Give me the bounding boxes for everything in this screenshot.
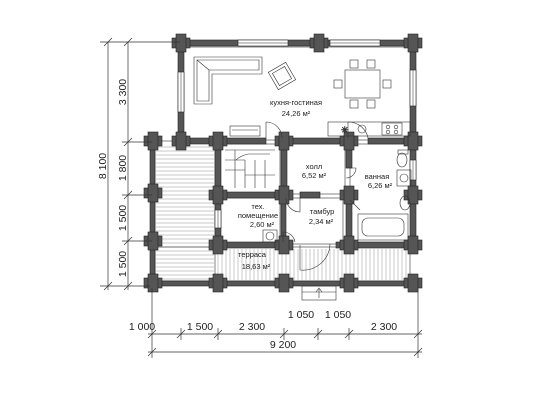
dim-left-seg-4: 1 500	[117, 251, 129, 277]
hall-area: 6,52 м²	[302, 171, 327, 180]
dim-bottom-seg-4: 1 050	[288, 309, 314, 321]
dim-left-seg-2: 1 800	[117, 155, 129, 181]
bathroom-name: ванная	[365, 172, 390, 181]
bathtub-icon	[357, 213, 409, 241]
terrace-decking	[156, 146, 407, 280]
boiler-icon	[262, 229, 278, 243]
dim-bottom-seg-6: 2 300	[371, 321, 397, 333]
armchair-icon	[267, 61, 297, 91]
dim-left-seg-1: 3 300	[117, 79, 129, 105]
terrace-area: 18,63 м²	[242, 262, 271, 271]
tech-room-area: 2,60 м²	[250, 220, 275, 229]
sink-icon	[399, 195, 411, 211]
kitchen-living-area: 24,26 м²	[282, 109, 311, 118]
svg-text:✳: ✳	[341, 125, 349, 135]
tech-room-name-2: помещение	[238, 211, 278, 220]
entrance-steps	[301, 285, 337, 301]
dim-bottom-total: 9 200	[270, 339, 296, 351]
dim-left-seg-3: 1 500	[117, 205, 129, 231]
log-knots	[143, 33, 423, 293]
tech-room-name-1: тех.	[251, 202, 264, 211]
washer-icon	[396, 169, 412, 187]
dim-left-total: 8 100	[97, 153, 109, 179]
bathroom-area: 6,26 м²	[368, 181, 393, 190]
dim-bottom-seg-3: 2 300	[239, 321, 265, 333]
dining-table-icon	[333, 59, 392, 109]
tv-stand-icon	[229, 125, 261, 137]
bottom-dimension-chain: 1 000 1 500 2 300 1 050 1 050 2 300 9 20…	[129, 288, 423, 358]
toilet-icon	[396, 149, 409, 168]
room-labels: кухня-гостиная 24,26 м² холл 6,52 м² ван…	[238, 98, 393, 271]
sofa-icon	[193, 56, 263, 105]
terrace-name: терраса	[238, 250, 267, 259]
dim-bottom-seg-5: 1 050	[325, 309, 351, 321]
kitchen-living-name: кухня-гостиная	[270, 98, 322, 107]
hall-name: холл	[306, 162, 322, 171]
left-dimension-chain: 8 100 3 300 1 800 1 500 1 500	[97, 37, 180, 291]
kitchen-counter-icon: ✳	[327, 121, 411, 137]
doors	[265, 121, 369, 271]
windows	[177, 39, 417, 229]
vestibule-name: тамбур	[310, 207, 335, 216]
dim-bottom-seg-2: 1 500	[187, 321, 213, 333]
vestibule-area: 2,34 м²	[309, 217, 334, 226]
staircase-icon	[225, 149, 275, 188]
dim-bottom-seg-1: 1 000	[129, 321, 155, 333]
